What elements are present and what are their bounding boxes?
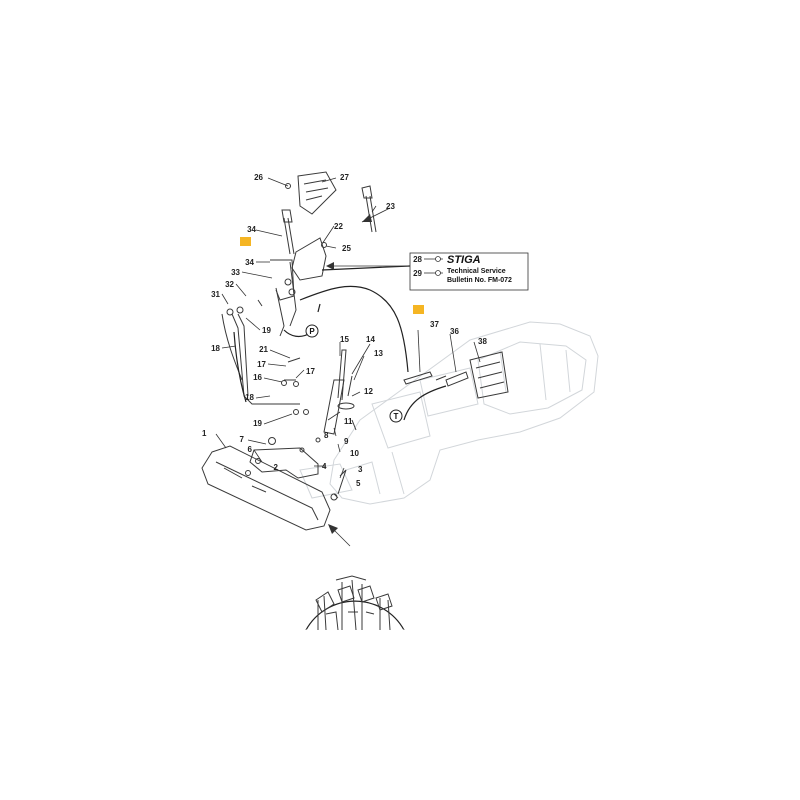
direction-arrows [326, 207, 408, 547]
bulletin-line-1: Technical Service [447, 268, 506, 275]
front-bumper-part-1 [201, 445, 331, 531]
callout-33: 33 [231, 268, 240, 277]
callout-38: 38 [478, 337, 487, 346]
callout-28: 28 [413, 255, 422, 264]
callout-18-mid: 18 [245, 393, 254, 402]
callout-36: 36 [450, 327, 459, 336]
callout-29: 29 [413, 269, 422, 278]
bracket-assembly [245, 437, 347, 501]
callout-14: 14 [366, 335, 375, 344]
highlight-square-right [413, 305, 424, 314]
callout-10: 10 [350, 449, 359, 458]
marker-t-label: T [394, 412, 399, 421]
callout-17-left: 17 [257, 360, 266, 369]
callout-32: 32 [225, 280, 234, 289]
callout-labels: 26 27 22 23 25 34 34 33 32 31 19 18 21 1… [202, 173, 487, 488]
marker-p-label: P [309, 327, 315, 336]
callout-5: 5 [356, 479, 361, 488]
stiga-logo: STIGA [447, 254, 481, 266]
callout-2: 2 [274, 463, 279, 472]
callout-1: 1 [202, 429, 207, 438]
callout-31: 31 [211, 290, 220, 299]
control-valve-block [270, 209, 327, 301]
callout-26: 26 [254, 173, 263, 182]
callout-12: 12 [364, 387, 373, 396]
callout-19-top: 19 [262, 326, 271, 335]
callout-8: 8 [324, 431, 329, 440]
callout-13: 13 [374, 349, 383, 358]
callout-7: 7 [240, 435, 245, 444]
callout-3: 3 [358, 465, 363, 474]
callout-34-lower: 34 [245, 258, 254, 267]
callout-22: 22 [334, 222, 343, 231]
callout-4: 4 [322, 462, 327, 471]
lift-rods [323, 349, 357, 435]
right-cable-assembly [403, 351, 509, 399]
bulletin-line-2: Bulletin No. FM-072 [447, 277, 512, 284]
callout-37: 37 [430, 320, 439, 329]
callout-11: 11 [344, 417, 353, 426]
callout-23: 23 [386, 202, 395, 211]
marker-t: T [389, 409, 403, 423]
leader-lines [215, 177, 481, 499]
cover-part-27 [285, 171, 337, 215]
callout-6: 6 [248, 445, 253, 454]
callout-18-left: 18 [211, 344, 220, 353]
callout-21: 21 [259, 345, 268, 354]
marker-p: P [305, 324, 319, 338]
callout-9: 9 [344, 437, 349, 446]
tractor-chassis-outline [299, 321, 599, 505]
callout-15: 15 [340, 335, 349, 344]
callout-17-right: 17 [306, 367, 315, 376]
callout-25: 25 [342, 244, 351, 253]
callout-19-mid: 19 [253, 419, 262, 428]
callout-16: 16 [253, 373, 262, 382]
highlight-square-left [240, 237, 251, 246]
technical-service-bulletin-box: STIGA Technical Service Bulletin No. FM-… [409, 252, 529, 291]
callout-34-top: 34 [247, 225, 256, 234]
detail-inset [305, 575, 405, 631]
callout-27: 27 [340, 173, 349, 182]
lever-part-23 [361, 185, 377, 233]
